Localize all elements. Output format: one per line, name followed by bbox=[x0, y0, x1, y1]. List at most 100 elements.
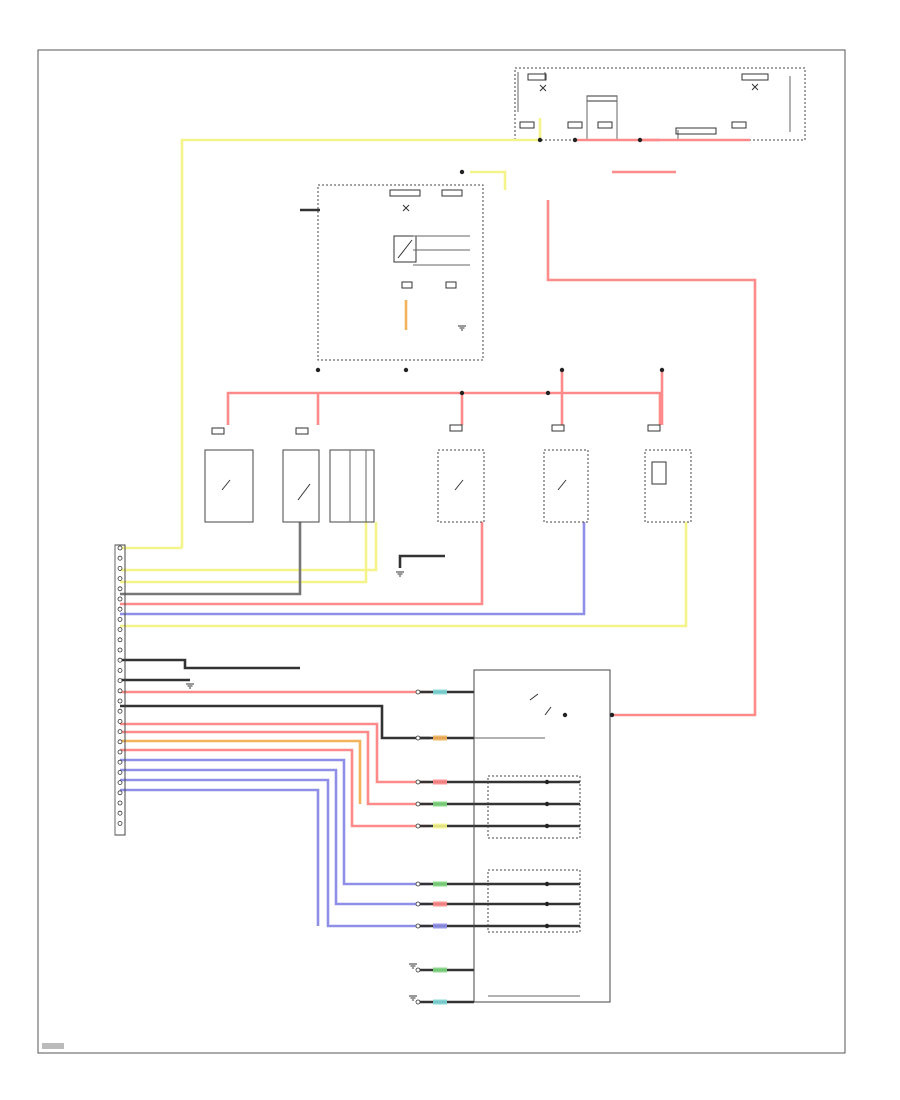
connector-pin bbox=[117, 545, 123, 551]
connector-pin bbox=[415, 881, 421, 887]
splice-dot bbox=[637, 137, 643, 143]
switch-column-5 bbox=[543, 424, 589, 523]
connector-pin bbox=[117, 668, 123, 673]
wire-harness-5 bbox=[120, 522, 586, 616]
wire-red-main-feed bbox=[546, 200, 757, 717]
ground-icon bbox=[396, 571, 404, 577]
ground-icon bbox=[409, 995, 417, 1001]
connector-pin bbox=[117, 596, 123, 602]
wire-blue-scm-4 bbox=[120, 788, 320, 926]
wire-color-tag bbox=[433, 823, 447, 829]
diagram-frame bbox=[37, 49, 846, 1054]
splice-dot bbox=[659, 367, 665, 373]
wire-harness-1 bbox=[120, 522, 378, 572]
switch-contact-dot bbox=[544, 779, 550, 785]
connector-pin bbox=[117, 576, 123, 581]
wire-color-tag bbox=[433, 689, 447, 695]
switch-column-2 bbox=[282, 427, 320, 523]
switch-column-4 bbox=[437, 424, 485, 523]
splice-dot bbox=[562, 712, 568, 718]
wire-blue-scm-3 bbox=[120, 778, 430, 928]
splice-dot bbox=[537, 137, 543, 143]
connector-pin bbox=[117, 770, 123, 775]
connector-pin bbox=[415, 801, 421, 807]
wire-color-tag bbox=[433, 735, 447, 741]
connector-pin bbox=[415, 999, 421, 1005]
connector-pin bbox=[117, 606, 123, 612]
connector-pin bbox=[415, 901, 421, 907]
wire-black-dlk bbox=[120, 658, 300, 670]
connector-pin bbox=[117, 617, 123, 622]
connector-pin bbox=[117, 719, 123, 724]
connector-pin bbox=[117, 790, 123, 796]
fuse-relay-box bbox=[317, 184, 484, 361]
splice-dot bbox=[609, 712, 615, 718]
wire-color-tag bbox=[433, 999, 447, 1005]
connector-pin bbox=[117, 678, 123, 683]
connector-pin bbox=[117, 555, 123, 561]
switch-column-6 bbox=[644, 424, 692, 523]
connector-pin bbox=[117, 647, 123, 653]
wire-harness-2 bbox=[120, 522, 368, 584]
wire-harness-3 bbox=[120, 522, 302, 596]
switch-contact-dot bbox=[544, 823, 550, 829]
connector-pin bbox=[117, 627, 123, 632]
wire-yellow-relay bbox=[470, 170, 507, 190]
wire-black-switch4 bbox=[398, 554, 445, 568]
wire-blue-scm-1 bbox=[120, 758, 430, 886]
splice-dot bbox=[559, 367, 565, 373]
connector-pin bbox=[117, 657, 123, 663]
wire-red-scm-4 bbox=[120, 748, 430, 828]
wire-layer bbox=[120, 118, 757, 1004]
wire-harness-4 bbox=[120, 522, 484, 606]
wire-yellow-ignition bbox=[180, 118, 542, 548]
wire-color-tag bbox=[433, 779, 447, 785]
control-module-connector bbox=[114, 544, 126, 836]
splice-dot bbox=[315, 367, 321, 373]
main-fuse-box bbox=[514, 67, 806, 141]
wire-color-tag bbox=[433, 901, 447, 907]
wire-color-tag bbox=[433, 881, 447, 887]
wire-harness-6 bbox=[120, 522, 688, 628]
switch-column-1 bbox=[204, 427, 254, 523]
connector-pin bbox=[415, 689, 421, 695]
connector-pin bbox=[415, 779, 421, 785]
connector-pin bbox=[415, 735, 421, 741]
wire-red-scm-2 bbox=[120, 722, 430, 784]
wire-orange-scm bbox=[120, 739, 362, 804]
connector-pin bbox=[117, 810, 123, 816]
switch-contact-dot bbox=[544, 801, 550, 807]
splice-dot bbox=[459, 169, 465, 175]
connector-pin bbox=[117, 586, 123, 592]
connector-pin bbox=[117, 749, 123, 755]
wire-color-tag bbox=[433, 923, 447, 929]
connector-pin bbox=[117, 566, 123, 571]
ground-icon bbox=[409, 963, 417, 969]
corner-tag bbox=[42, 1043, 64, 1049]
marks-layer bbox=[117, 137, 665, 1005]
splice-dot bbox=[572, 137, 578, 143]
ground-icon bbox=[458, 325, 466, 331]
wire-red-switch-bus bbox=[226, 391, 662, 425]
switch-contact-dot bbox=[544, 881, 550, 887]
splice-dot bbox=[403, 367, 409, 373]
steering-wheel-controls bbox=[473, 669, 611, 1003]
connector-pin bbox=[117, 708, 123, 714]
connector-pin bbox=[117, 780, 123, 785]
connector-pin bbox=[415, 923, 421, 929]
wire-color-tag bbox=[433, 967, 447, 973]
wire-color-tag bbox=[433, 801, 447, 807]
connector-pin bbox=[117, 739, 123, 745]
wire-blue-scm-2 bbox=[120, 768, 430, 906]
ground-icon bbox=[186, 683, 194, 689]
connector-pin bbox=[117, 800, 123, 806]
connector-pin bbox=[415, 967, 421, 973]
wire-black-scm bbox=[120, 704, 430, 740]
connector-pin bbox=[117, 729, 123, 734]
connector-pin bbox=[117, 759, 123, 765]
connector-pin bbox=[117, 698, 123, 704]
splice-dot bbox=[545, 390, 551, 396]
connector-pin bbox=[117, 688, 123, 694]
